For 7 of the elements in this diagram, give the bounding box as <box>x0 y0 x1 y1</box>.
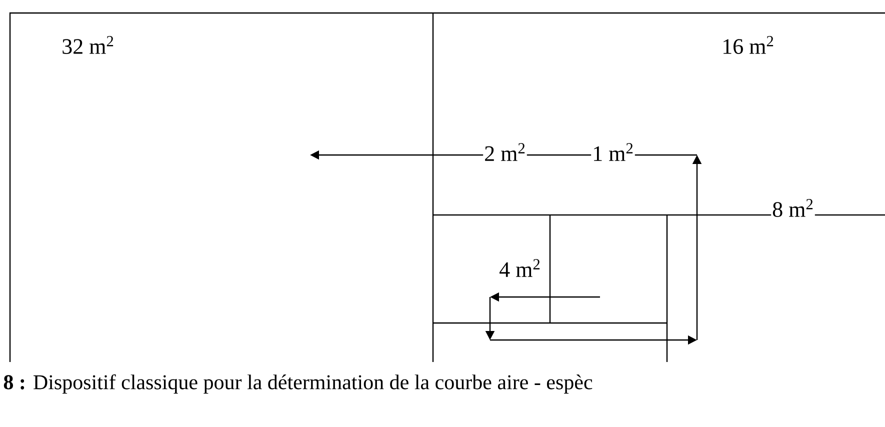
area-label: 2 m$^{2}$ <box>483 142 527 162</box>
area-label: 32 m$^{2}$ <box>60 35 116 55</box>
area-label: 1 m$^{2}$ <box>591 142 635 162</box>
area-label: 8 m$^{2}$ <box>771 198 815 218</box>
figure-caption: 8 : Dispositif classique pour la détermination de la courbe aire - espèc <box>2 373 594 395</box>
area-label: 16 m$^{2}$ <box>720 35 776 55</box>
area-label: 4 m$^{2}$ <box>498 258 542 278</box>
